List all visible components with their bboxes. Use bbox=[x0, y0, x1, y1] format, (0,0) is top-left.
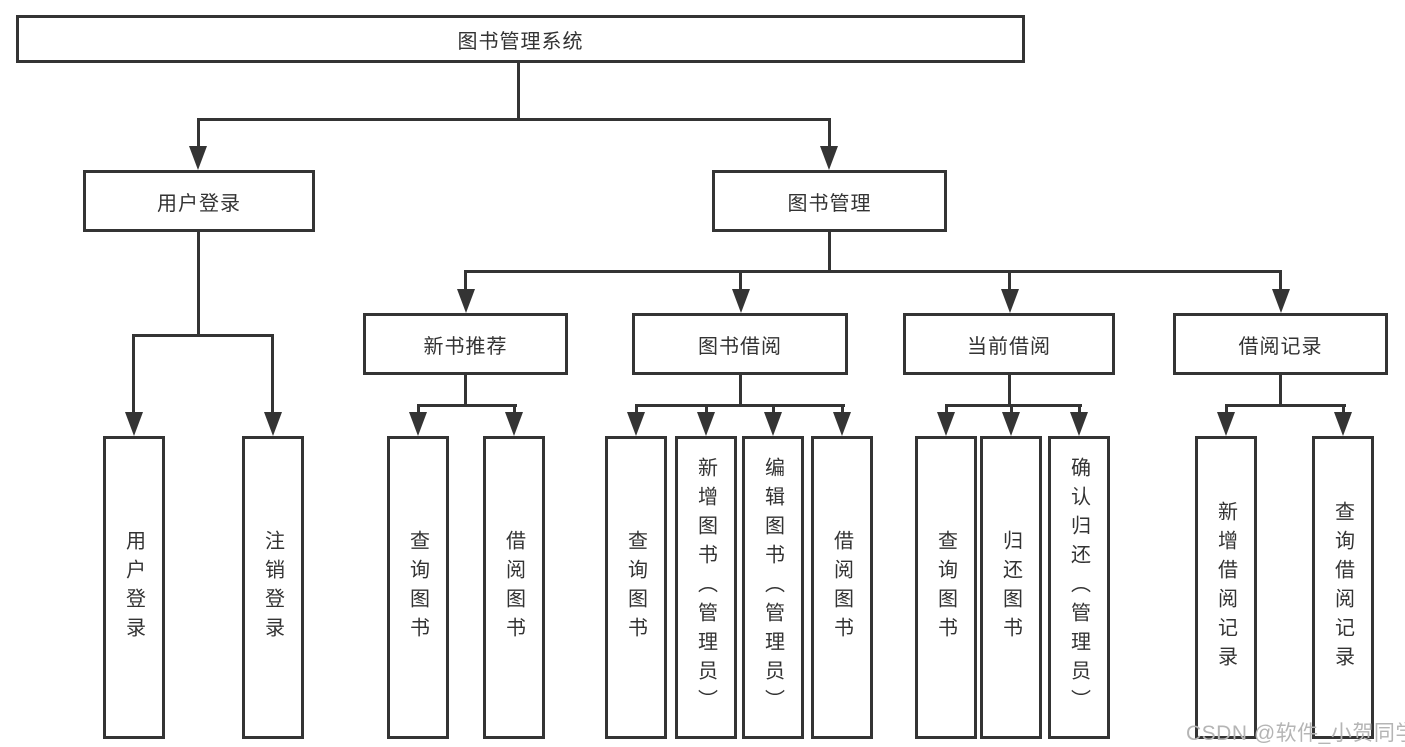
leaf-current-query-book-label: 查询图书 bbox=[934, 529, 957, 646]
leaf-logout-label: 注销登录 bbox=[261, 529, 284, 646]
connector-stem bbox=[1279, 270, 1282, 293]
connector-stem bbox=[828, 118, 831, 150]
arrow-down-icon bbox=[627, 412, 645, 436]
connector-stem bbox=[513, 404, 516, 414]
connector-stem bbox=[464, 270, 467, 293]
node-book-management: 图书管理 bbox=[712, 170, 947, 232]
connector-hline bbox=[464, 270, 1282, 273]
node-book-management-label: 图书管理 bbox=[787, 192, 872, 215]
connector-vline bbox=[739, 375, 742, 407]
connector-stem bbox=[705, 404, 708, 414]
leaf-recommend-query-book-label: 查询图书 bbox=[406, 529, 429, 646]
leaf-add-book-admin: 新增图书（管理员） bbox=[675, 436, 737, 739]
connector-vline bbox=[197, 232, 200, 337]
node-root: 图书管理系统 bbox=[16, 15, 1025, 63]
leaf-user-login-label: 用户登录 bbox=[122, 529, 145, 646]
leaf-query-borrow-record: 查询借阅记录 bbox=[1312, 436, 1374, 739]
connector-stem bbox=[841, 404, 844, 414]
connector-hline bbox=[132, 334, 274, 337]
connector-stem bbox=[271, 334, 274, 414]
node-book-borrow: 图书借阅 bbox=[632, 313, 848, 375]
connector-stem bbox=[1008, 270, 1011, 293]
leaf-add-book-admin-label: 新增图书（管理员） bbox=[694, 457, 717, 718]
leaf-recommend-query-book: 查询图书 bbox=[387, 436, 449, 739]
leaf-confirm-return-admin: 确认归还（管理员） bbox=[1048, 436, 1110, 739]
arrow-down-icon bbox=[820, 146, 838, 170]
arrow-down-icon bbox=[457, 289, 475, 313]
leaf-add-borrow-record-label: 新增借阅记录 bbox=[1214, 500, 1237, 675]
leaf-query-borrow-record-label: 查询借阅记录 bbox=[1331, 500, 1354, 675]
leaf-edit-book-admin: 编辑图书（管理员） bbox=[742, 436, 804, 739]
leaf-recommend-borrow-book: 借阅图书 bbox=[483, 436, 545, 739]
connector-stem bbox=[1225, 404, 1228, 414]
arrow-down-icon bbox=[189, 146, 207, 170]
node-borrow-records-label: 借阅记录 bbox=[1238, 335, 1323, 358]
arrow-down-icon bbox=[125, 412, 143, 436]
connector-stem bbox=[197, 118, 200, 150]
leaf-borrow-query-book-label: 查询图书 bbox=[624, 529, 647, 646]
arrow-down-icon bbox=[1272, 289, 1290, 313]
connector-vline bbox=[1008, 375, 1011, 407]
connector-hline bbox=[1225, 404, 1346, 407]
arrow-down-icon bbox=[1002, 412, 1020, 436]
arrow-down-icon bbox=[1070, 412, 1088, 436]
csdn-watermark: CSDN @软件_小贺同学 bbox=[1186, 722, 1405, 745]
arrow-down-icon bbox=[937, 412, 955, 436]
connector-stem bbox=[772, 404, 775, 414]
leaf-edit-book-admin-label: 编辑图书（管理员） bbox=[761, 457, 784, 718]
leaf-borrow-book-label: 借阅图书 bbox=[830, 529, 853, 646]
node-user-login: 用户登录 bbox=[83, 170, 315, 232]
leaf-user-login: 用户登录 bbox=[103, 436, 165, 739]
leaf-return-book-label: 归还图书 bbox=[999, 529, 1022, 646]
connector-stem bbox=[1010, 404, 1013, 414]
node-user-login-label: 用户登录 bbox=[157, 192, 241, 215]
connector-stem bbox=[417, 404, 420, 414]
node-current-borrow: 当前借阅 bbox=[903, 313, 1115, 375]
arrow-down-icon bbox=[264, 412, 282, 436]
leaf-confirm-return-admin-label: 确认归还（管理员） bbox=[1067, 457, 1090, 718]
arrow-down-icon bbox=[697, 412, 715, 436]
arrow-down-icon bbox=[1001, 289, 1019, 313]
arrow-down-icon bbox=[505, 412, 523, 436]
leaf-add-borrow-record: 新增借阅记录 bbox=[1195, 436, 1257, 739]
connector-stem bbox=[132, 334, 135, 414]
arrow-down-icon bbox=[833, 412, 851, 436]
leaf-logout: 注销登录 bbox=[242, 436, 304, 739]
connector-vline bbox=[517, 63, 520, 121]
connector-vline bbox=[464, 375, 467, 407]
connector-stem bbox=[945, 404, 948, 414]
leaf-borrow-query-book: 查询图书 bbox=[605, 436, 667, 739]
connector-hline bbox=[197, 118, 831, 121]
arrow-down-icon bbox=[409, 412, 427, 436]
connector-stem bbox=[635, 404, 638, 414]
node-root-label: 图书管理系统 bbox=[457, 30, 584, 53]
arrow-down-icon bbox=[1334, 412, 1352, 436]
connector-stem bbox=[1078, 404, 1081, 414]
node-new-book-recommend-label: 新书推荐 bbox=[423, 335, 508, 358]
connector-vline bbox=[828, 232, 831, 273]
connector-hline bbox=[945, 404, 1082, 407]
node-new-book-recommend: 新书推荐 bbox=[363, 313, 568, 375]
arrow-down-icon bbox=[1217, 412, 1235, 436]
node-current-borrow-label: 当前借阅 bbox=[967, 335, 1051, 358]
node-borrow-records: 借阅记录 bbox=[1173, 313, 1388, 375]
connector-stem bbox=[739, 270, 742, 293]
arrow-down-icon bbox=[732, 289, 750, 313]
leaf-borrow-book: 借阅图书 bbox=[811, 436, 873, 739]
connector-hline bbox=[635, 404, 845, 407]
connector-vline bbox=[1279, 375, 1282, 407]
leaf-recommend-borrow-book-label: 借阅图书 bbox=[502, 529, 525, 646]
connector-stem bbox=[1342, 404, 1345, 414]
leaf-current-query-book: 查询图书 bbox=[915, 436, 977, 739]
node-book-borrow-label: 图书借阅 bbox=[698, 335, 782, 358]
connector-hline bbox=[417, 404, 517, 407]
arrow-down-icon bbox=[764, 412, 782, 436]
leaf-return-book: 归还图书 bbox=[980, 436, 1042, 739]
